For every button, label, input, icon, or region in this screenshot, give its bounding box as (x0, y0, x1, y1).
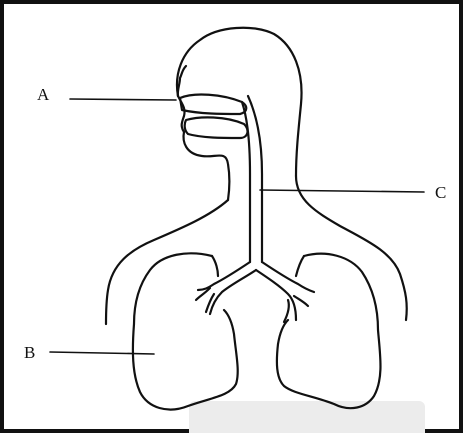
label-b: B (24, 344, 35, 361)
left-lung (133, 253, 238, 409)
right-bronchiole-1 (294, 296, 308, 306)
right-bronchus-lower (256, 270, 296, 320)
leader-line-b (50, 352, 154, 354)
right-lung (277, 254, 381, 408)
left-lung-medial (212, 256, 218, 276)
oral-cavity (185, 117, 248, 138)
right-bronchus (262, 262, 314, 292)
leader-line-c (260, 190, 424, 192)
label-a: A (37, 86, 49, 103)
label-c: C (435, 184, 446, 201)
chin-jaw (184, 132, 230, 200)
respiratory-system-diagram (4, 4, 463, 437)
leader-line-a (70, 99, 176, 100)
left-bronchiole-1 (206, 294, 214, 312)
nasal-cavity (180, 95, 246, 114)
right-shoulder (296, 176, 407, 320)
left-bronchus-lower (210, 270, 256, 314)
right-bronchiole-2 (284, 300, 289, 322)
left-bronchus (198, 262, 250, 290)
right-lung-medial (296, 256, 304, 276)
left-shoulder (106, 200, 228, 324)
